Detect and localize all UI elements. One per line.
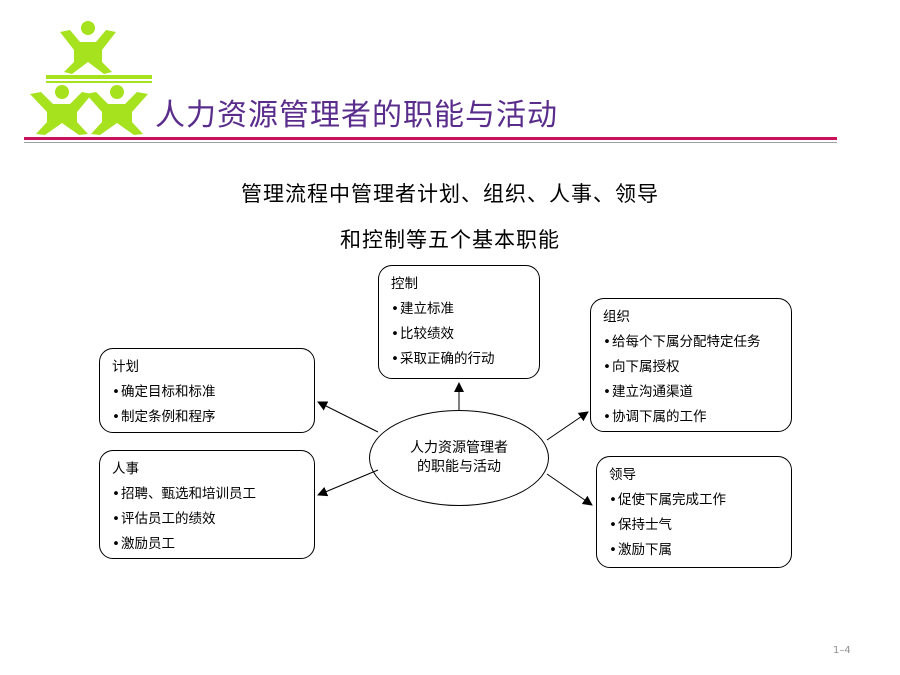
box-item: 激励员工 xyxy=(112,532,302,557)
box-item: 确定目标和标准 xyxy=(112,380,302,405)
plan-box: 计划 确定目标和标准 制定条例和程序 xyxy=(99,348,315,433)
arrow-to-organize xyxy=(546,411,589,441)
box-item: 给每个下属分配特定任务 xyxy=(603,330,779,355)
arrow-to-plan xyxy=(317,401,379,433)
staffing-box: 人事 招聘、甄选和培训员工 评估员工的绩效 激励员工 xyxy=(99,450,315,559)
slide-title: 人力资源管理者的职能与活动 xyxy=(155,98,558,133)
subtitle-line-2: 和控制等五个基本职能 xyxy=(340,228,560,252)
box-item: 采取正确的行动 xyxy=(391,347,527,372)
human-pyramid-logo xyxy=(30,21,152,135)
box-heading: 组织 xyxy=(603,309,630,325)
box-heading: 人事 xyxy=(112,461,139,477)
title-divider-thin xyxy=(24,142,837,143)
center-label-line-2: 的职能与活动 xyxy=(417,459,501,475)
box-heading: 领导 xyxy=(609,467,636,483)
center-label-line-1: 人力资源管理者 xyxy=(410,440,508,456)
lead-box: 领导 促使下属完成工作 保持士气 激励下属 xyxy=(596,456,792,568)
box-item: 促使下属完成工作 xyxy=(609,488,779,513)
box-heading: 控制 xyxy=(391,276,418,292)
page-number: 1–4 xyxy=(833,645,851,656)
subtitle-line-1: 管理流程中管理者计划、组织、人事、领导 xyxy=(241,182,659,206)
box-item: 协调下属的工作 xyxy=(603,405,779,430)
control-box: 控制 建立标准 比较绩效 采取正确的行动 xyxy=(378,265,540,379)
title-divider xyxy=(24,137,837,140)
arrow-to-lead xyxy=(546,473,593,506)
box-item: 比较绩效 xyxy=(391,322,527,347)
arrow-to-staffing xyxy=(317,469,379,497)
center-node: 人力资源管理者 的职能与活动 xyxy=(369,410,549,506)
box-item: 评估员工的绩效 xyxy=(112,507,302,532)
box-item: 招聘、甄选和培训员工 xyxy=(112,482,302,507)
box-item: 建立标准 xyxy=(391,297,527,322)
box-item: 向下属授权 xyxy=(603,355,779,380)
box-item: 建立沟通渠道 xyxy=(603,380,779,405)
box-item: 制定条例和程序 xyxy=(112,405,302,430)
box-heading: 计划 xyxy=(112,359,139,375)
box-item: 激励下属 xyxy=(609,538,779,563)
organize-box: 组织 给每个下属分配特定任务 向下属授权 建立沟通渠道 协调下属的工作 xyxy=(590,298,792,432)
box-item: 保持士气 xyxy=(609,513,779,538)
